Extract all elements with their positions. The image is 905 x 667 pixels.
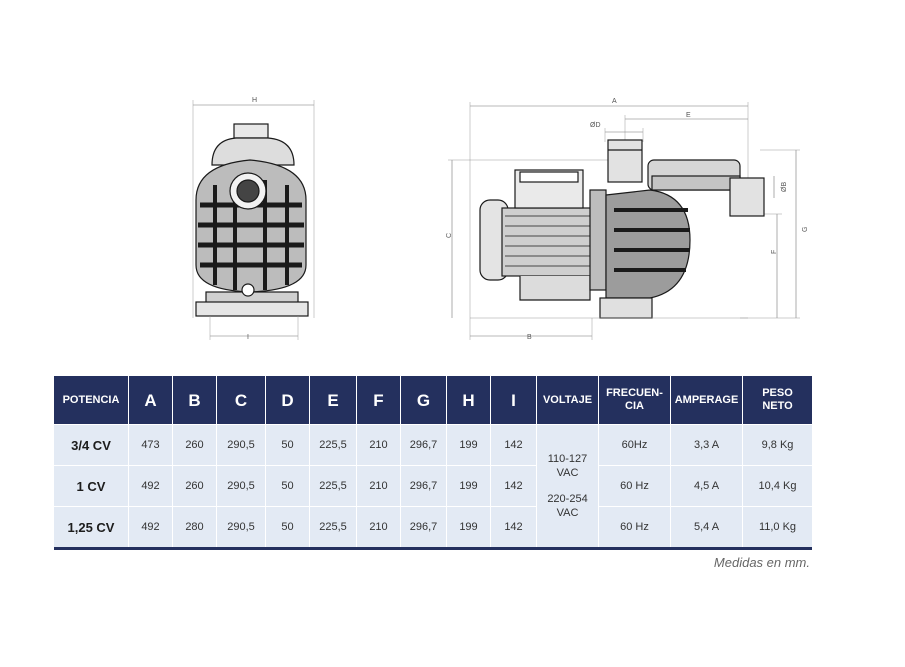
units-footnote: Medidas en mm. [713,555,810,570]
cell-b: 260 [173,465,217,506]
header-a: A [129,376,173,424]
cell-i: 142 [491,465,537,506]
cell-i: 142 [491,506,537,547]
dim-a-label: A [612,98,617,105]
header-frecuencia: FRECUEN- CIA [599,376,671,424]
pump-side-view [448,102,800,340]
cell-g: 296,7 [401,424,447,465]
header-c: C [217,376,266,424]
dim-b-diameter-label: ØB [781,182,788,192]
header-i: I [491,376,537,424]
cell-f: 210 [357,465,401,506]
header-f: F [357,376,401,424]
cell-potencia: 3/4 CV [54,424,129,465]
cell-frecuencia: 60 Hz [599,506,671,547]
cell-i: 142 [491,424,537,465]
cell-c: 290,5 [217,465,266,506]
dim-g-label: G [802,227,809,232]
table-header-row: POTENCIA A B C D E F G H I VOLTAJE FRECU… [54,376,812,424]
cell-potencia: 1,25 CV [54,506,129,547]
cell-frecuencia: 60 Hz [599,465,671,506]
specifications-table: POTENCIA A B C D E F G H I VOLTAJE FRECU… [54,376,812,550]
header-potencia: POTENCIA [54,376,129,424]
pump-front-view [192,100,315,340]
cell-amperage: 3,3 A [671,424,743,465]
cell-peso: 10,4 Kg [743,465,812,506]
pump-technical-drawing: H I [192,97,809,341]
cell-f: 210 [357,424,401,465]
dim-c-label: C [446,233,453,238]
voltaje-unit-1: VAC [556,467,579,479]
voltaje-range-2: 220-254 [547,493,588,505]
header-h: H [447,376,491,424]
voltaje-range-1: 110-127 [547,453,588,465]
header-e: E [310,376,357,424]
dim-b-label: B [527,334,532,341]
cell-b: 280 [173,506,217,547]
dim-e-label: E [686,112,691,119]
cell-amperage: 5,4 A [671,506,743,547]
dim-d-label: ØD [590,122,601,129]
cell-amperage: 4,5 A [671,465,743,506]
voltaje-unit-2: VAC [556,507,579,519]
cell-h: 199 [447,465,491,506]
cell-e: 225,5 [310,465,357,506]
header-g: G [401,376,447,424]
header-peso-neto: PESO NETO [743,376,812,424]
cell-e: 225,5 [310,424,357,465]
header-b: B [173,376,217,424]
cell-a: 492 [129,506,173,547]
header-amperage: AMPERAGE [671,376,743,424]
cell-b: 260 [173,424,217,465]
header-d: D [266,376,310,424]
cell-potencia: 1 CV [54,465,129,506]
cell-f: 210 [357,506,401,547]
cell-g: 296,7 [401,465,447,506]
cell-peso: 9,8 Kg [743,424,812,465]
cell-h: 199 [447,506,491,547]
cell-frecuencia: 60Hz [599,424,671,465]
cell-c: 290,5 [217,424,266,465]
cell-a: 492 [129,465,173,506]
cell-g: 296,7 [401,506,447,547]
dim-h-label: H [252,97,257,104]
table-row: 3/4 CV 473 260 290,5 50 225,5 210 296,7 … [54,424,812,547]
header-voltaje: VOLTAJE [537,376,599,424]
cell-d: 50 [266,424,310,465]
cell-peso: 11,0 Kg [743,506,812,547]
dim-i-label: I [247,334,249,341]
cell-e: 225,5 [310,506,357,547]
cell-a: 473 [129,424,173,465]
cell-d: 50 [266,465,310,506]
cell-h: 199 [447,424,491,465]
table-row: 1,25 CV 492 280 290,5 50 225,5 210 296,7… [54,506,812,547]
cell-d: 50 [266,506,310,547]
cell-voltaje: 110-127 VAC 220-254 VAC [537,424,599,547]
table-row: 1 CV 492 260 290,5 50 225,5 210 296,7 19… [54,465,812,506]
dim-f-label: F [771,250,778,254]
cell-c: 290,5 [217,506,266,547]
